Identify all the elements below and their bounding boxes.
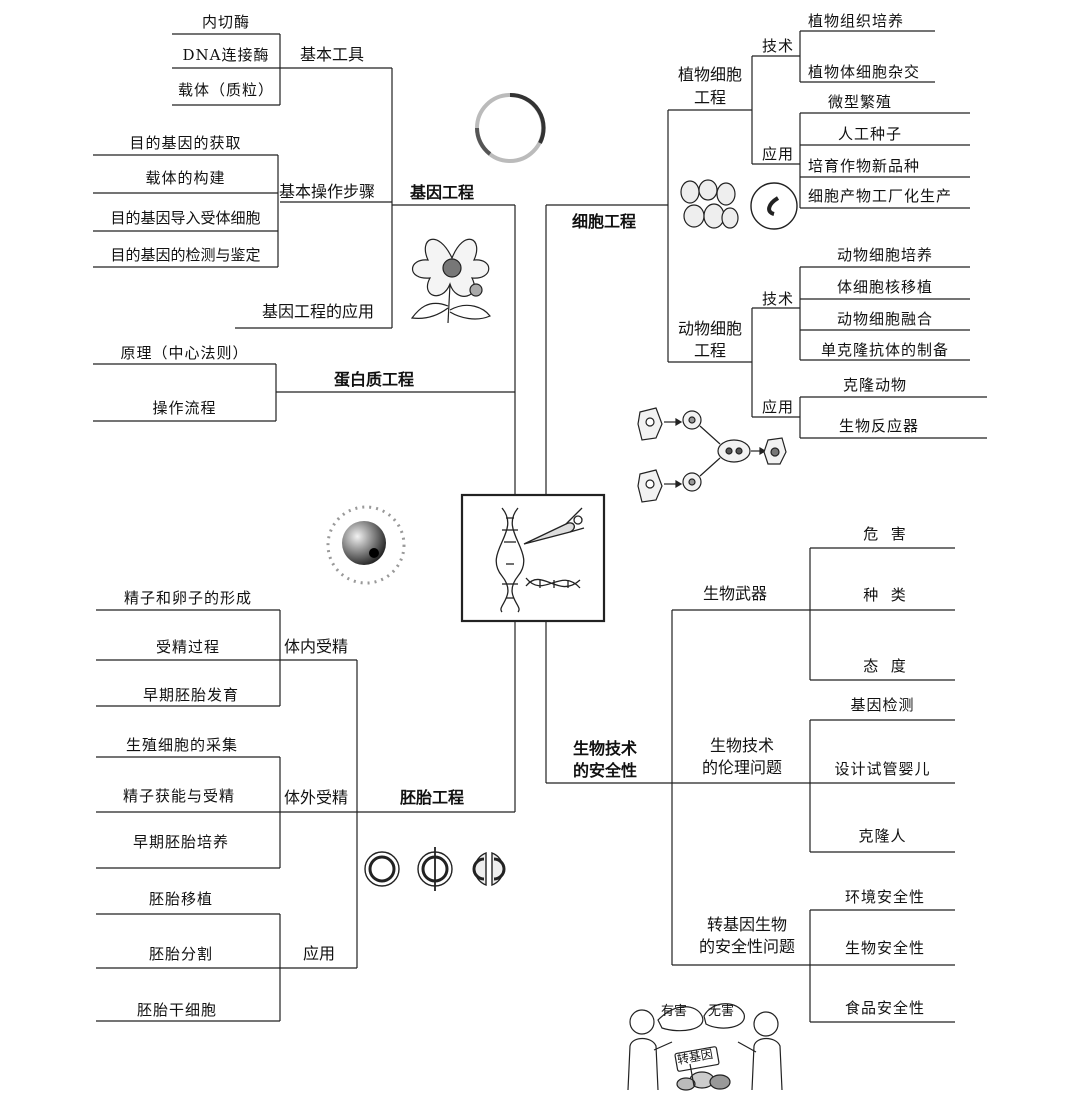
in-vivo-item: 精子和卵子的形成 xyxy=(123,589,252,607)
plasmid-icon xyxy=(475,92,546,163)
egg-cell-icon xyxy=(326,505,406,585)
plant-app-item: 微型繁殖 xyxy=(827,93,892,111)
animal-app-label: 应用 xyxy=(762,398,795,416)
tool-item: 载体（质粒） xyxy=(177,81,274,99)
animal-tech-item: 体细胞核移植 xyxy=(836,278,933,296)
ethics-label: 的伦理问题 xyxy=(701,758,782,777)
in-vivo-item: 早期胚胎发育 xyxy=(142,686,239,704)
plant-cell-engineering-label: 工程 xyxy=(693,88,726,107)
gmo-safety-label: 的安全性问题 xyxy=(698,937,795,956)
protein-item: 操作流程 xyxy=(152,399,217,417)
step-item: 目的基因的检测与鉴定 xyxy=(110,246,261,264)
gmo-debate-cartoon xyxy=(627,1003,783,1091)
embryo-application-item: 胚胎干细胞 xyxy=(136,1001,217,1019)
tool-item: DNA连接酶 xyxy=(182,46,270,64)
animal-tech-label: 技术 xyxy=(762,290,795,308)
plant-tech-item: 植物组织培养 xyxy=(808,12,905,30)
ethics-item: 基因检测 xyxy=(850,696,915,714)
in-vitro-item: 精子获能与受精 xyxy=(122,787,235,805)
plant-cells-icon xyxy=(680,179,739,229)
gmo-safety-item: 环境安全性 xyxy=(844,888,925,906)
animal-app-item: 克隆动物 xyxy=(842,376,907,394)
embryo-engineering-title: 胚胎工程 xyxy=(400,788,465,807)
basic-steps-label: 基本操作步骤 xyxy=(279,182,376,201)
bioweapons-label: 生物武器 xyxy=(703,584,768,603)
bioweapons-item: 危 害 xyxy=(863,525,907,543)
biosafety-title: 生物技术 xyxy=(573,739,638,758)
gene-application-label: 基因工程的应用 xyxy=(262,302,375,321)
protein-item: 原理（中心法则） xyxy=(120,344,249,362)
cartoon-bubble-left: 有害 xyxy=(661,1004,688,1019)
transgenic-plant-icon xyxy=(410,238,491,324)
gmo-safety-item: 生物安全性 xyxy=(844,939,925,957)
protein-engineering-title: 蛋白质工程 xyxy=(334,370,415,389)
gmo-safety-item: 食品安全性 xyxy=(844,999,925,1017)
ethics-item: 设计试管婴儿 xyxy=(834,760,931,778)
animal-cell-engineering-label: 工程 xyxy=(693,341,726,360)
center-box xyxy=(460,493,606,623)
speech-bubble-right xyxy=(703,1003,745,1029)
in-vivo-label: 体内受精 xyxy=(284,637,349,656)
cell-engineering-title: 细胞工程 xyxy=(572,212,637,231)
bioweapons-item: 种 类 xyxy=(863,586,907,604)
gene-engineering-title: 基因工程 xyxy=(410,183,475,202)
speech-bubble-left xyxy=(657,1006,704,1032)
plant-app-item: 培育作物新品种 xyxy=(808,157,921,175)
bioweapons-item: 态 度 xyxy=(863,657,907,675)
plant-app-item: 人工种子 xyxy=(837,125,902,143)
in-vitro-item: 早期胚胎培养 xyxy=(132,833,229,851)
in-vitro-label: 体外受精 xyxy=(284,788,349,807)
dna-scissors-icon xyxy=(495,507,585,613)
ethics-item: 克隆人 xyxy=(858,827,907,845)
tool-item: 内切酶 xyxy=(201,13,250,31)
animal-app-item: 生物反应器 xyxy=(838,417,919,435)
basic-tools-label: 基本工具 xyxy=(300,45,365,64)
cartoon-bubble-right: 无害 xyxy=(708,1004,735,1019)
embryo-application-item: 胚胎移植 xyxy=(148,890,213,908)
animal-tech-item: 动物细胞培养 xyxy=(836,246,933,264)
protoplast-icon xyxy=(750,182,798,230)
plant-cell-engineering-label: 植物细胞 xyxy=(677,65,742,84)
step-item: 目的基因的获取 xyxy=(129,134,242,152)
plant-tech-label: 技术 xyxy=(762,37,795,55)
step-item: 目的基因导入受体细胞 xyxy=(110,209,261,227)
plant-tech-item: 植物体细胞杂交 xyxy=(808,63,921,81)
plant-app-item: 细胞产物工厂化生产 xyxy=(808,187,953,205)
in-vivo-item: 受精过程 xyxy=(155,638,220,656)
embryo-application-label: 应用 xyxy=(303,944,336,963)
animal-cell-engineering-label: 动物细胞 xyxy=(677,319,742,338)
plant-app-label: 应用 xyxy=(762,145,795,163)
in-vitro-item: 生殖细胞的采集 xyxy=(125,736,238,754)
embryo-splitting-icon xyxy=(364,847,506,891)
embryo-application-item: 胚胎分割 xyxy=(148,945,213,963)
step-item: 载体的构建 xyxy=(145,169,226,187)
gmo-safety-label: 转基因生物 xyxy=(706,915,787,934)
biosafety-title: 的安全性 xyxy=(573,761,638,780)
animal-tech-item: 单克隆抗体的制备 xyxy=(820,341,949,359)
ethics-label: 生物技术 xyxy=(709,736,774,755)
animal-tech-item: 动物细胞融合 xyxy=(836,310,933,328)
cell-fusion-icon xyxy=(637,407,787,503)
